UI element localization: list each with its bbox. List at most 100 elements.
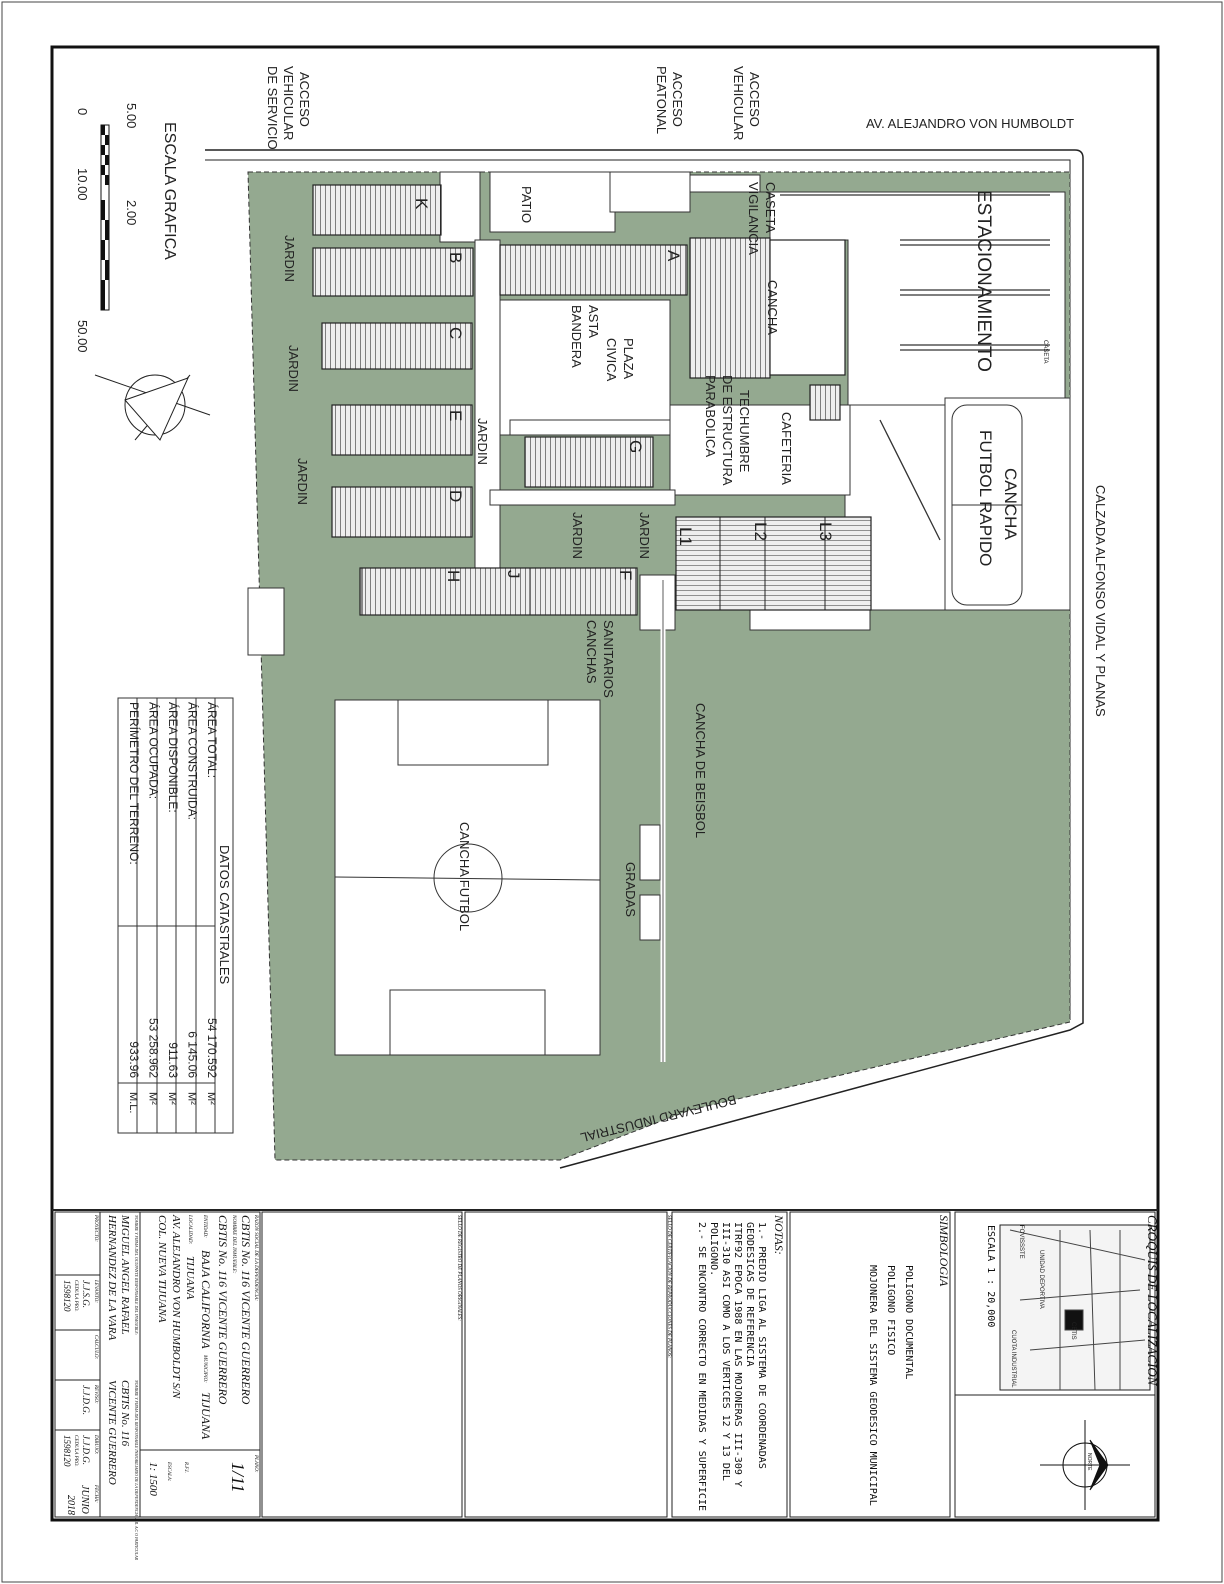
- label-plaza-1: PLAZA: [621, 338, 636, 380]
- access-service-1: ACCESO: [297, 72, 312, 127]
- rfi-label: R.F.I.: [183, 1461, 188, 1473]
- label-techumbre-1: TECHUMBRE: [737, 390, 752, 473]
- north-arrow-icon: [94, 374, 211, 441]
- label-l3: L3: [816, 522, 835, 541]
- label-a: A: [664, 250, 683, 262]
- label-l2: L2: [751, 522, 770, 541]
- label-futbol-rapido-2: FUTBOL RAPIDO: [976, 430, 995, 566]
- label-caseta-small: CASETA: [1042, 340, 1048, 364]
- access-service-3: DE SERVICIO: [265, 66, 280, 150]
- techumbre-structure: [689, 237, 771, 379]
- north-compass-icon: [1040, 1420, 1130, 1510]
- label-beisbol: CANCHA DE BEISBOL: [693, 703, 708, 838]
- responsable-label: NOMBRE Y FIRMA DEL RESPONSABLE INMOBILIA…: [133, 1379, 139, 1561]
- label-b: B: [446, 252, 465, 263]
- north-label: NORTE: [1086, 1453, 1092, 1471]
- dibujo-value: 1598120: [62, 1435, 72, 1467]
- label-estacionamiento: ESTACIONAMIENTO: [973, 190, 994, 372]
- cadastral-unit: M²: [166, 1092, 178, 1105]
- levanto-value: 1598120: [62, 1280, 72, 1312]
- address-line: COL. NUEVA TIJUANA: [156, 1215, 168, 1323]
- cadastral-value: 911.63: [166, 1042, 180, 1078]
- escala-value: 1: 1500: [147, 1462, 159, 1496]
- note-line: 2.- SE ENCONTRO CORRECTO EN MEDIDAS Y SU…: [696, 1222, 707, 1511]
- label-h: H: [444, 570, 463, 582]
- access-service-2: VEHICULAR: [281, 66, 296, 140]
- access-pedestrian-1: ACCESO: [670, 72, 685, 127]
- street-outline: [205, 149, 1084, 1169]
- map-label: CUOTA INDUSTRIAL: [1010, 1330, 1016, 1388]
- label-asta-2: BANDERA: [569, 305, 584, 368]
- calculo-label: CALCULO:: [93, 1335, 98, 1360]
- reviso-value: J.J.D.G.: [81, 1385, 91, 1415]
- cadastral-unit: M.L.: [127, 1092, 139, 1113]
- building-l: [675, 516, 872, 611]
- scale-tick-1: 5.00: [124, 103, 139, 128]
- razon-label: RAZON SOCIAL DE LA DEPENDENCIA:: [253, 1214, 258, 1301]
- label-caseta-2: VIGILANCIA: [746, 182, 761, 255]
- notes-title: NOTAS:: [772, 1214, 786, 1255]
- access-vehicular-1: ACCESO: [747, 72, 762, 127]
- levanto-value: J.J.S.G.: [81, 1280, 91, 1308]
- label-cancha: CANCHA: [765, 280, 780, 335]
- note-line: 1.- PREDIO LIGA AL SISTEMA DE COORDENADA…: [756, 1222, 767, 1469]
- map-label: CBTIS: [1070, 1322, 1076, 1340]
- gradas-1: [639, 824, 661, 881]
- plano-value: 1/11: [228, 1462, 248, 1493]
- cadastral-value: 6 145.06: [186, 1031, 200, 1078]
- levanto-value: CEDULA PRO.: [73, 1280, 78, 1312]
- scale-bar: ESCALA GRAFICA 0 5.00 10.00 2.00 50.00: [75, 103, 178, 353]
- note-line: POLIGONO.: [708, 1222, 719, 1276]
- entidad-value: BAJA CALIFORNIA: [199, 1250, 213, 1349]
- note-line: ITRF92 EPOCA 1988 EN LAS MOJONERAS III-3…: [732, 1222, 743, 1487]
- dibujo-value: J.J.D.G.: [81, 1435, 91, 1465]
- label-techumbre-2: DE ESTRUCTURA: [720, 375, 735, 486]
- map-label: UNIDAD DEPORTIVA: [1038, 1250, 1044, 1309]
- entidad-label: ENTIDAD:: [202, 1214, 207, 1238]
- scale-tick-0: 0: [75, 108, 90, 115]
- inmueble-value: CBTIS No. 116 VICENTE GUERRERO: [216, 1215, 230, 1405]
- cafeteria-block: [809, 384, 841, 421]
- symbology-title: SIMBOLOGIA: [937, 1215, 951, 1287]
- symbology-item: POLIGONO FISICO: [885, 1265, 896, 1355]
- label-g: G: [626, 440, 645, 453]
- label-f: F: [616, 570, 635, 580]
- note-line: III-310 ASI COMO A LOS VERTICES 12 Y 13 …: [720, 1222, 731, 1481]
- scale-title: ESCALA GRAFICA: [161, 122, 178, 260]
- cadastral-unit: M²: [186, 1092, 198, 1105]
- label-jardin-2: JARDIN: [286, 345, 301, 392]
- cadastral-label: PERÍMETRO DEL TERRENO:: [127, 702, 142, 865]
- parking-stalls: [780, 194, 1050, 541]
- label-cafeteria: CAFETERIA: [779, 412, 794, 485]
- label-jardin-6: JARDIN: [637, 512, 652, 559]
- inmueble-label: NOMBRE DEL INMUEBLE:: [231, 1214, 236, 1274]
- cadastral-unit: M²: [205, 1092, 217, 1105]
- label-d: D: [446, 490, 465, 502]
- label-jardin-4: JARDIN: [295, 458, 310, 505]
- cadastral-title: DATOS CATASTRALES: [217, 845, 232, 985]
- ocupante-name: HERNANDEZ DE LA VARA: [106, 1214, 118, 1340]
- label-l1: L1: [676, 527, 695, 546]
- label-e: E: [446, 410, 465, 421]
- cadastral-label: ÁREA TOTAL:: [205, 702, 220, 778]
- ocupante-label: NOMBRE Y FIRMA DEL OCUPANTE RESPONSABLE …: [134, 1214, 139, 1336]
- cadastral-value: 54 170.592: [205, 1018, 219, 1078]
- scale-tick-4: 50.00: [75, 320, 90, 353]
- label-patio: PATIO: [519, 186, 534, 223]
- location-title: CROQUIS DE LOCALIZACION: [1145, 1215, 1160, 1387]
- escala-label: ESCALA:: [166, 1461, 171, 1482]
- plano-label: PLANO:: [253, 1454, 258, 1473]
- label-futbol: CANCHA FUTBOL: [457, 822, 472, 931]
- label-j: J: [504, 570, 523, 579]
- razon-value: CBTIS No. 116 VICENTE GUERRERO: [239, 1215, 253, 1405]
- label-jardin-5: JARDIN: [570, 512, 585, 559]
- street-calzada: CALZADA ALFONSO VIDAL Y PLANAS: [1093, 485, 1108, 717]
- label-jardin-3: JARDIN: [475, 418, 490, 465]
- label-sanitarios-1: SANITARIOS: [601, 620, 616, 698]
- note-line: GEODESICAS DE REFERENCIA: [744, 1222, 755, 1367]
- scale-tick-3: 2.00: [124, 200, 139, 225]
- dibujo-label: DIBUJO:: [93, 1434, 98, 1455]
- title-block: [52, 1209, 1158, 1518]
